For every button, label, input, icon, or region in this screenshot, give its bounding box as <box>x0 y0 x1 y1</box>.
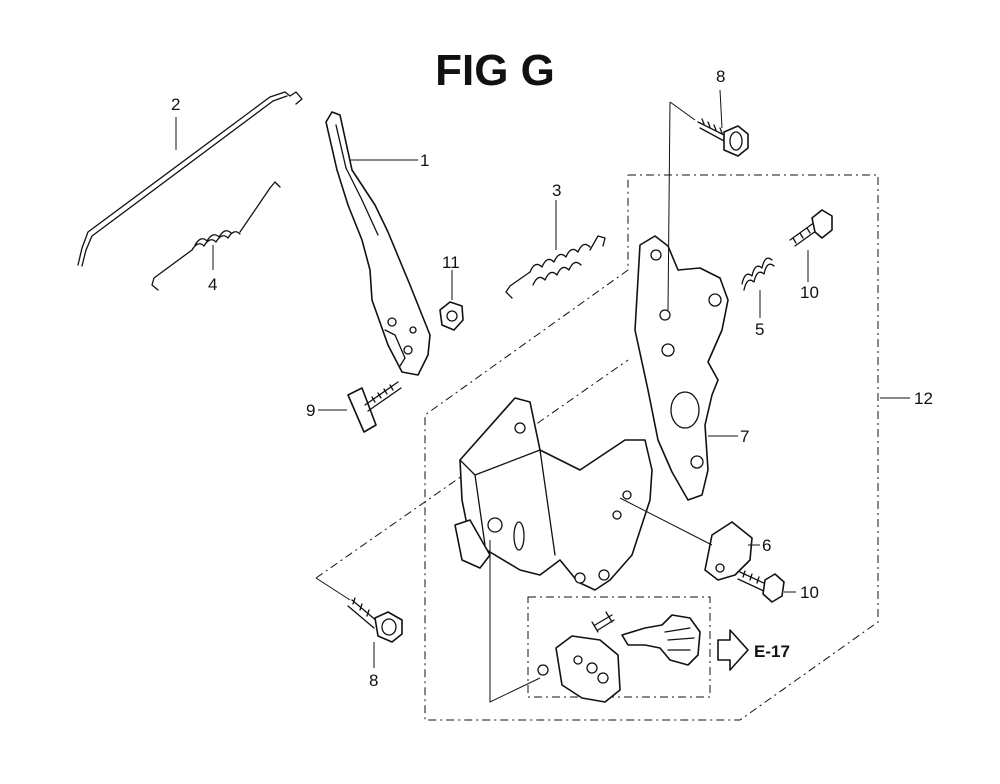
callout-10-top: 10 <box>800 283 819 302</box>
reference-arrow: E-17 <box>717 629 790 671</box>
switch-subassembly <box>537 611 701 703</box>
part-7-bracket-plate <box>634 235 729 501</box>
part-1-lever <box>325 111 431 376</box>
part-6-stop-bracket <box>704 521 753 581</box>
callout-10-bottom: 10 <box>800 583 819 602</box>
part-3-spring <box>505 235 606 299</box>
callout-8-top: 8 <box>716 67 725 86</box>
part-8-bolt-bottom <box>347 597 403 643</box>
callout-4: 4 <box>208 275 217 294</box>
callout-3: 3 <box>552 181 561 200</box>
callout-9: 9 <box>306 401 315 420</box>
part-4-spring <box>151 181 281 291</box>
base-bracket <box>454 397 653 591</box>
figure-title: FIG G <box>435 46 555 95</box>
assembly-group-outline <box>315 174 879 721</box>
part-9-screw <box>347 381 402 433</box>
part-2-rod <box>77 91 303 267</box>
callout-1: 1 <box>420 151 429 170</box>
callout-11: 11 <box>442 253 460 272</box>
leader-lines <box>175 89 910 703</box>
part-11-nut <box>439 301 464 331</box>
callout-12: 12 <box>914 389 933 408</box>
callout-5: 5 <box>755 320 764 339</box>
part-8-bolt-top <box>697 118 749 157</box>
part-10-screw-bottom <box>737 570 785 603</box>
callout-8-bottom: 8 <box>369 671 378 690</box>
callout-2: 2 <box>171 95 180 114</box>
part-10-screw-top <box>789 209 833 247</box>
reference-label: E-17 <box>754 642 790 661</box>
part-5-spring <box>741 257 775 291</box>
callout-7: 7 <box>740 427 749 446</box>
callout-6: 6 <box>762 536 771 555</box>
callout-labels: 1 2 3 4 5 6 7 8 8 9 10 10 11 12 <box>171 67 933 690</box>
